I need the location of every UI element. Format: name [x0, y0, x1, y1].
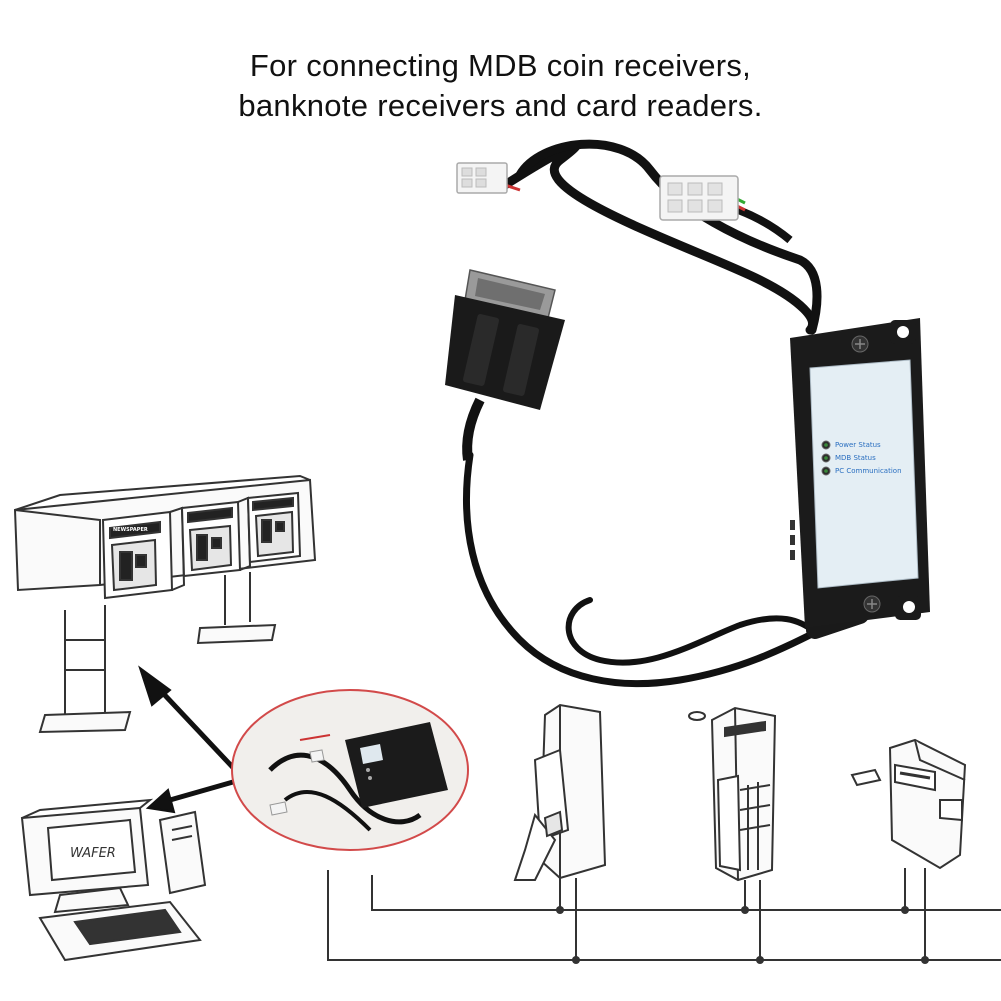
mdb-adapter-photo: Power Status MDB Status PC Communication [445, 139, 930, 688]
kiosk-unit-2 [180, 496, 252, 578]
bill-validator-sketch [688, 706, 777, 882]
kiosk-sketch: NEWSPAPER [13, 474, 317, 734]
caption-line-2: banknote receivers and card readers. [238, 88, 763, 123]
kiosk-sign [109, 520, 161, 540]
led-mdb-status: MDB Status [821, 453, 876, 463]
bus-lines [327, 868, 1001, 961]
led-label-pc-communication: PC Communication [835, 467, 902, 475]
arrows [138, 665, 242, 814]
arrow-to-kiosk [158, 688, 242, 777]
status-leds: Power Status MDB Status PC Communication [821, 440, 902, 476]
mdb-connector-2 [659, 175, 739, 221]
led-pc-communication: PC Communication [821, 466, 902, 476]
caption-line-1: For connecting MDB coin receivers, [249, 48, 752, 83]
inset-photo [231, 689, 469, 851]
adapter-box [790, 318, 930, 628]
mdb-connector-1 [456, 162, 508, 194]
computer-sketch: WAFER [20, 798, 207, 962]
bus-junctions [556, 906, 929, 964]
coin-acceptor-sketch [513, 703, 607, 881]
computer-screen-text: WAFER [70, 846, 116, 861]
led-label-power-status: Power Status [835, 441, 881, 449]
card-reader-sketch [850, 738, 967, 870]
caption: For connecting MDB coin receivers, bankn… [0, 46, 1001, 126]
arrow-to-computer [169, 777, 241, 803]
kiosk-unit-3 [246, 491, 302, 564]
db9-connector [445, 269, 565, 461]
kiosk-sign-text: NEWSPAPER [113, 527, 148, 533]
led-label-mdb-status: MDB Status [835, 454, 876, 462]
led-power-status: Power Status [821, 440, 881, 450]
